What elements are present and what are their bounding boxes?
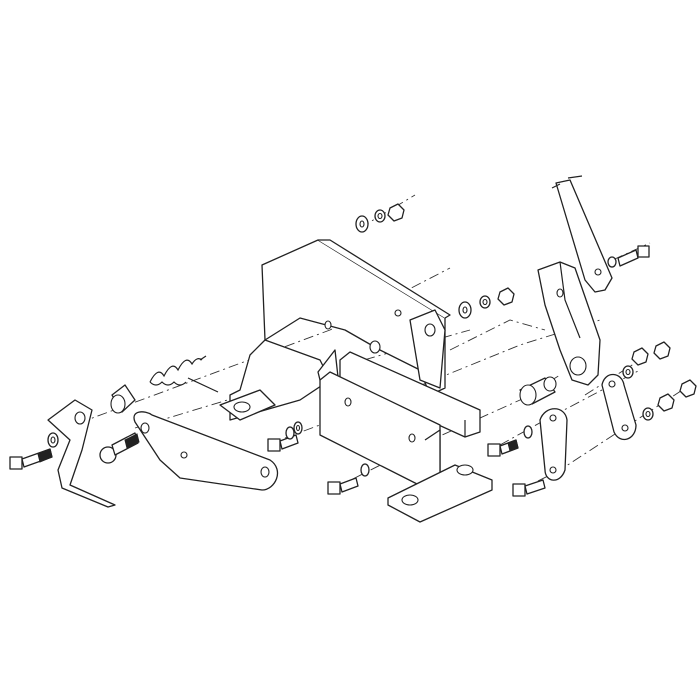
- bolt: [327, 477, 359, 495]
- washers: [47, 209, 654, 477]
- bolt: [512, 479, 546, 497]
- handle-arm: [551, 175, 613, 293]
- base-foot-right: [387, 464, 493, 523]
- bolt: [267, 434, 299, 452]
- bolt: [617, 245, 650, 267]
- lower-base: [319, 371, 493, 523]
- bolt: [487, 439, 519, 457]
- bolts: [9, 245, 650, 497]
- nuts: [387, 203, 697, 412]
- pin-left: [99, 432, 140, 464]
- bushing: [110, 384, 136, 414]
- link-plates: [539, 373, 637, 481]
- spring: [149, 355, 219, 393]
- side-plate: [133, 411, 279, 491]
- frame-body: [219, 239, 451, 421]
- lever-bracket: [537, 261, 601, 386]
- pin-right: [519, 376, 557, 406]
- left-lever: [47, 399, 116, 508]
- bolt: [9, 448, 53, 470]
